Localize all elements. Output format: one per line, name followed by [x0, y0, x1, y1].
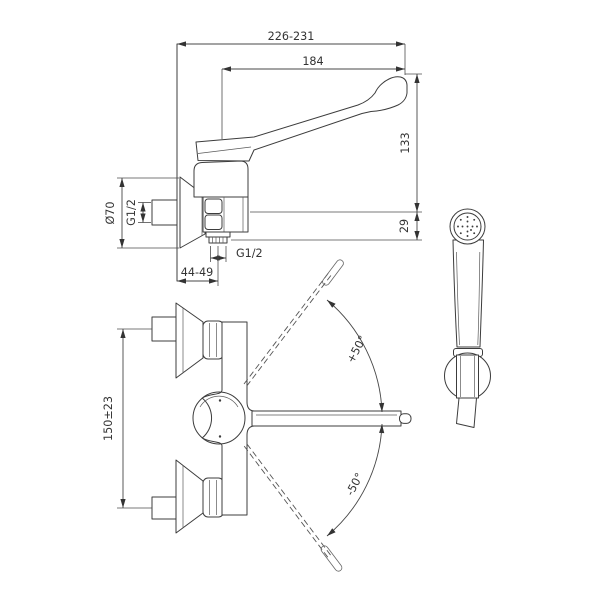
hand-shower-handle	[452, 239, 484, 348]
side-inlet-fitting	[151, 199, 178, 226]
front-view-drawing: +50° -50° 150±23	[102, 259, 412, 572]
dim-flange-diameter-label: Ø70	[104, 201, 117, 224]
dim-wall-to-spout-label: 44-49	[181, 266, 214, 279]
front-lever	[251, 410, 402, 427]
dim-inlet-thread-label: G1/2	[125, 199, 138, 226]
dim-lever-length-label: 184	[302, 55, 323, 68]
front-bottom-union-nut	[202, 477, 224, 518]
hand-shower-drawing	[444, 208, 491, 428]
front-lever-tip	[399, 413, 412, 424]
spray-nozzle-dots	[457, 216, 478, 237]
front-bottom-inlet-fitting	[151, 496, 177, 520]
side-view-dimensions: 226-231 184 133 29 Ø70 G1/2	[104, 30, 422, 286]
front-bottom-escutcheon	[175, 459, 204, 534]
side-outlet-thread	[205, 231, 231, 244]
swing-angle-down-label: -50°	[344, 471, 367, 498]
dim-total-depth-label: 226-231	[268, 30, 315, 43]
front-cartridge-circle	[192, 391, 246, 445]
dim-spout-offset-label: 29	[398, 219, 411, 233]
side-body-dome	[193, 160, 249, 198]
lever-ghost-tip-up	[322, 259, 344, 286]
bracket-outlet-stem	[456, 397, 477, 428]
front-top-union-nut	[202, 320, 224, 360]
dim-outlet-thread-label: G1/2	[236, 247, 263, 260]
dim-lever-height-label: 133	[399, 132, 412, 153]
front-top-inlet-fitting	[151, 316, 177, 342]
front-top-escutcheon	[175, 302, 204, 379]
bracket-holder	[456, 354, 479, 399]
side-lever	[195, 76, 408, 162]
front-view-dimensions: 150±23	[102, 328, 152, 509]
side-view-drawing: 226-231 184 133 29 Ø70 G1/2	[104, 30, 422, 286]
dim-inlet-spacing-label: 150±23	[102, 396, 115, 441]
lever-ghost-tip-down	[320, 545, 343, 572]
